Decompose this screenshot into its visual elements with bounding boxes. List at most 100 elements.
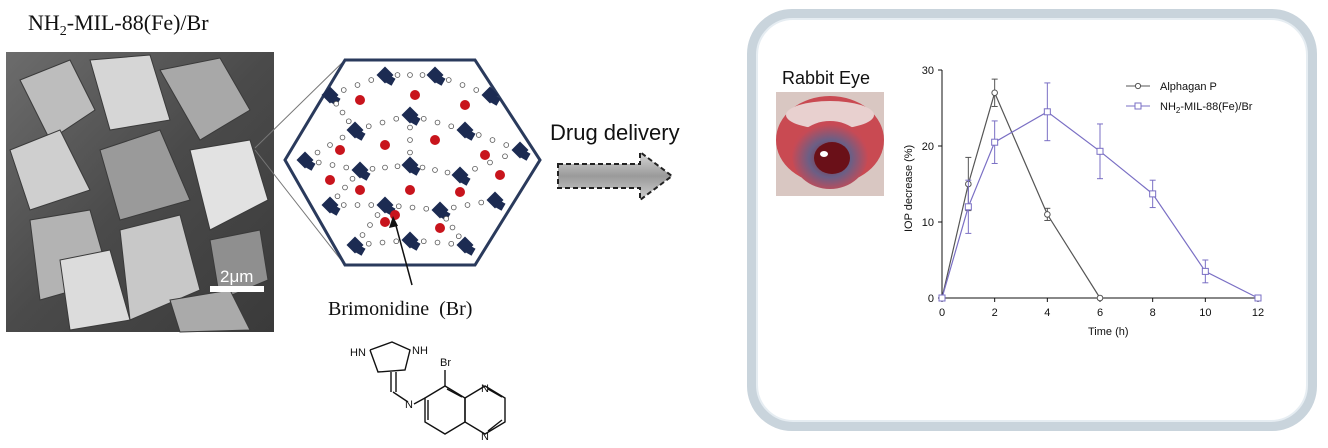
framework-node [464, 129, 476, 141]
legend: Alphagan P NH2-MIL-88(Fe)/Br [1126, 81, 1253, 115]
x-tick-label: 4 [1044, 307, 1050, 319]
linker-atom [448, 240, 455, 247]
data-point [1096, 294, 1104, 302]
drug-molecule-dot [355, 185, 365, 195]
framework-node [489, 94, 501, 106]
drug-molecule-dot [480, 150, 490, 160]
crystal-facet [189, 139, 269, 231]
linker-atom [365, 240, 372, 247]
data-point [991, 89, 998, 97]
drug-molecule-dot [335, 145, 345, 155]
framework-node [359, 169, 371, 181]
x-tick-label: 12 [1252, 307, 1264, 319]
molecule-label: Brimonidine (Br) [328, 298, 472, 320]
figure-title: NH2-MIL-88(Fe)/Br [28, 10, 209, 39]
scale-bar-label: 2μm [220, 267, 253, 286]
atom-hn: HN [350, 347, 366, 359]
linker-atom [349, 175, 356, 182]
linker-atom [382, 164, 388, 171]
delivery-arrow [557, 150, 674, 202]
linker-atom [339, 109, 346, 116]
scale-bar [210, 286, 264, 292]
arrow-label: Drug delivery [550, 120, 680, 145]
linker-atom [393, 115, 400, 122]
linker-atom [354, 82, 361, 88]
x-tick-label: 0 [939, 307, 945, 319]
linker-atom [449, 224, 456, 231]
crystal-facet [209, 229, 269, 301]
framework-lattice [296, 66, 531, 256]
linker-atom [379, 119, 386, 126]
linker-atom [354, 202, 361, 208]
linker-atom [420, 115, 427, 122]
x-tick-label: 6 [1097, 307, 1103, 319]
y-tick-label: 20 [922, 141, 934, 153]
sem-image: 2μm [6, 52, 274, 333]
linker-atom [315, 159, 322, 166]
linker-atom [368, 77, 375, 83]
x-tick-label: 2 [992, 307, 998, 319]
framework-node [409, 114, 421, 126]
linker-atom [342, 184, 348, 191]
drug-molecule-dot [460, 100, 470, 110]
linker-atom [434, 119, 441, 126]
linker-atom [340, 202, 347, 208]
crystal-facet [159, 57, 251, 141]
linker-atom [448, 123, 455, 130]
linker-atom [445, 77, 452, 83]
drug-molecule-dot [325, 175, 335, 185]
drug-molecule-dot [410, 90, 420, 100]
framework-node [354, 244, 366, 256]
linker-atom [502, 153, 508, 160]
linker-atom [455, 233, 462, 240]
framework-node [464, 244, 476, 256]
linker-atom [394, 163, 401, 170]
drug-molecule-dot [355, 95, 365, 105]
linker-atom [359, 232, 366, 238]
atom-nh-top: NH [412, 345, 428, 357]
x-tick-label: 10 [1199, 307, 1211, 319]
brimonidine-structure [369, 341, 506, 435]
linker-atom [333, 100, 340, 107]
zoom-line-bottom [254, 149, 346, 266]
y-tick-label: 0 [928, 293, 934, 305]
linker-atom [365, 123, 372, 130]
framework-node [519, 149, 531, 161]
framework-hexagon [283, 58, 542, 267]
data-point [1043, 108, 1051, 116]
series-line-1 [941, 111, 1259, 299]
data-point [991, 138, 999, 146]
data-point [1044, 211, 1051, 218]
linker-atom [407, 72, 413, 78]
framework-node [409, 164, 421, 176]
linker-atom [314, 149, 321, 156]
framework-node [434, 74, 446, 86]
linker-atom [368, 202, 375, 208]
legend-label-mof: NH2-MIL-88(Fe)/Br [1160, 101, 1253, 115]
linker-atom [343, 164, 350, 171]
atom-n-ring1: N [481, 383, 489, 395]
legend-marker-alphagan [1134, 82, 1142, 90]
crystal-facet [59, 249, 131, 331]
linker-atom [487, 159, 493, 166]
x-axis-label: Time (h) [1088, 326, 1129, 338]
linker-atom [419, 72, 426, 78]
linker-atom [473, 87, 480, 93]
drug-molecule-dot [455, 187, 465, 197]
linker-atom [374, 212, 381, 218]
framework-node [304, 159, 316, 171]
linker-atom [419, 164, 426, 171]
crystal-facet [169, 289, 251, 333]
framework-node [459, 174, 471, 186]
legend-label-alphagan: Alphagan P [1160, 81, 1217, 93]
data-point [964, 203, 972, 211]
linker-atom [367, 222, 373, 228]
crystal-shapes [9, 54, 269, 333]
atom-n-link: N [405, 399, 413, 411]
linker-atom [394, 72, 401, 78]
framework-node [384, 74, 396, 86]
y-tick-label: 30 [922, 65, 934, 77]
drug-molecule-dot [435, 223, 445, 233]
